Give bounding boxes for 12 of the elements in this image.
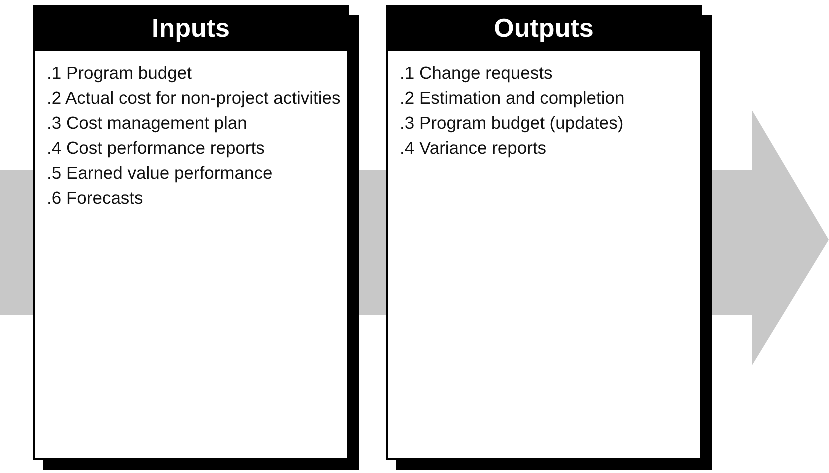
list-item: .3 Program budget (updates)	[399, 112, 625, 135]
panel-heading: Inputs	[35, 7, 347, 51]
panel-heading: Outputs	[388, 7, 700, 51]
list-item: .2 Estimation and completion	[399, 87, 626, 110]
list-item: .4 Cost performance reports	[46, 137, 266, 160]
list-item: .1 Change requests	[399, 62, 554, 85]
list-item: .4 Variance reports	[399, 137, 548, 160]
list-item: .3 Cost management plan	[46, 112, 248, 135]
list-item: .1 Program budget	[46, 62, 193, 85]
list-item: .5 Earned value performance	[46, 162, 274, 185]
list-item: .6 Forecasts	[46, 187, 144, 210]
list-item: .2 Actual cost for non-project activities	[46, 87, 341, 110]
